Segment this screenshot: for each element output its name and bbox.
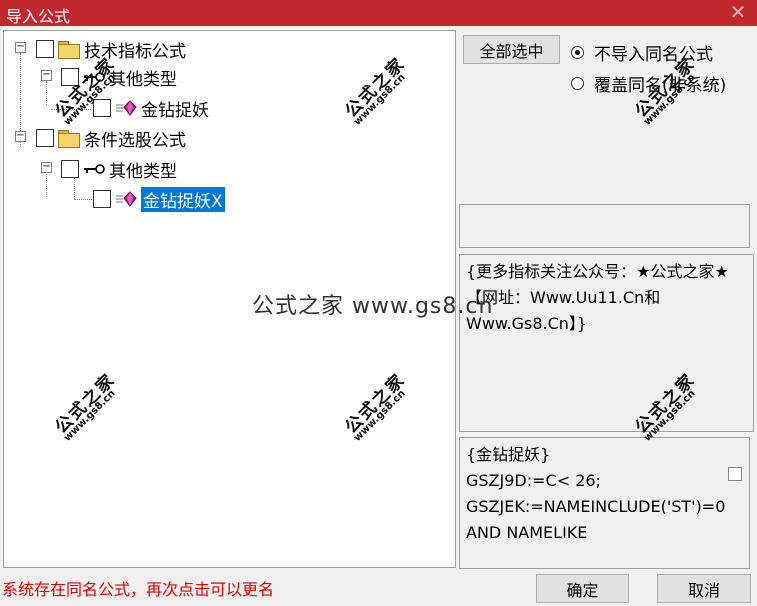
checkbox[interactable] [93,99,111,117]
formula-panel[interactable]: {金钻捉妖} GSZJ9D:=C< 26; GSZJEK:=NAMEINCLUD… [459,437,750,569]
radio-button[interactable] [571,77,584,90]
tree-line [20,53,21,147]
checkbox[interactable] [61,160,79,178]
tree-node-other-types-2[interactable]: 其他类型 [61,157,177,182]
key-icon [84,72,105,82]
info-panel: {更多指标关注公众号：★公式之家★ 【网址：Www.Uu11.Cn和Www.Gs… [459,254,754,432]
tree-node-technical[interactable]: 技术指标公式 [36,37,186,62]
formula-tree[interactable]: − 技术指标公式 − 其他类型 金钻捉妖 − 条件选股公式 − [3,30,456,568]
checkbox[interactable] [728,467,742,481]
tree-node-screening[interactable]: 条件选股公式 [36,126,186,151]
radio-no-import[interactable]: 不导入同名公式 [571,40,713,65]
checkbox[interactable] [61,68,79,86]
radio-overwrite[interactable]: 覆盖同名(非系统) [571,71,726,96]
tree-line [74,199,94,200]
expander-technical[interactable]: − [15,41,26,53]
folder-icon [58,41,80,59]
expander-screening[interactable]: − [15,130,26,142]
tree-line [46,169,47,197]
tree-node-formula[interactable]: 金钻捉妖 [93,96,209,121]
info-text: {更多指标关注公众号：★公式之家★ 【网址：Www.Uu11.Cn和Www.Gs… [466,262,734,333]
tree-line [74,169,75,199]
close-icon[interactable]: ✕ [729,0,747,24]
node-label: 其他类型 [109,161,177,182]
checkbox[interactable] [93,190,111,208]
radio-label: 覆盖同名(非系统) [594,76,727,96]
checkbox[interactable] [36,40,54,58]
tree-line [46,81,47,105]
radio-label: 不导入同名公式 [594,45,713,65]
window-title: 导入公式 [6,7,71,26]
node-label: 其他类型 [109,69,177,90]
node-label: 技术指标公式 [84,41,186,62]
title-bar: 导入公式 ✕ [0,0,757,26]
checkbox[interactable] [36,129,54,147]
expander-other-types-2[interactable]: − [41,161,52,173]
tree-node-formula-x[interactable]: 金钻捉妖X [93,186,225,212]
folder-icon [58,130,80,148]
select-all-button[interactable]: 全部选中 [463,35,560,64]
tree-node-other-types[interactable]: 其他类型 [61,65,177,90]
formula-text: {金钻捉妖} GSZJ9D:=C< 26; GSZJEK:=NAMEINCLUD… [466,445,726,542]
ok-button[interactable]: 确定 [536,574,629,603]
node-label-selected: 金钻捉妖X [141,186,225,212]
expander-other-types[interactable]: − [41,69,52,81]
cancel-button[interactable]: 取消 [657,574,751,603]
node-label: 条件选股公式 [84,130,186,151]
empty-field[interactable] [459,204,750,248]
node-label: 金钻捉妖 [141,100,209,121]
gem-icon [116,191,137,207]
key-icon [84,164,105,174]
tree-line [51,109,91,110]
status-message: 系统存在同名公式，再次点击可以更名 [2,580,275,599]
radio-button[interactable] [571,46,584,59]
gem-icon [116,100,137,116]
